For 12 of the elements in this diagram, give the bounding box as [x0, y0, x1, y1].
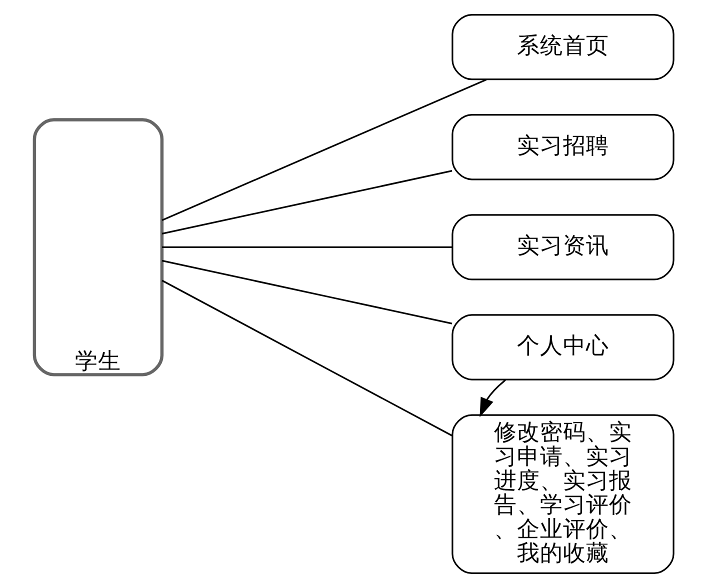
- node-box: 系统首页: [451, 14, 674, 80]
- connector: [161, 280, 452, 436]
- node-box: 个人中心: [451, 314, 674, 380]
- node-box: 实习资讯: [451, 214, 674, 280]
- node-box: 学生: [32, 118, 164, 376]
- node-box: 修改密码、实习申请、实习进度、实习报告、学习评价、企业评价、我的收藏: [451, 414, 674, 574]
- connector: [161, 170, 452, 234]
- connector: [161, 78, 486, 221]
- connector: [162, 246, 452, 248]
- node-box: 实习招聘: [451, 114, 674, 180]
- connector: [161, 260, 452, 324]
- arrow: [479, 379, 506, 418]
